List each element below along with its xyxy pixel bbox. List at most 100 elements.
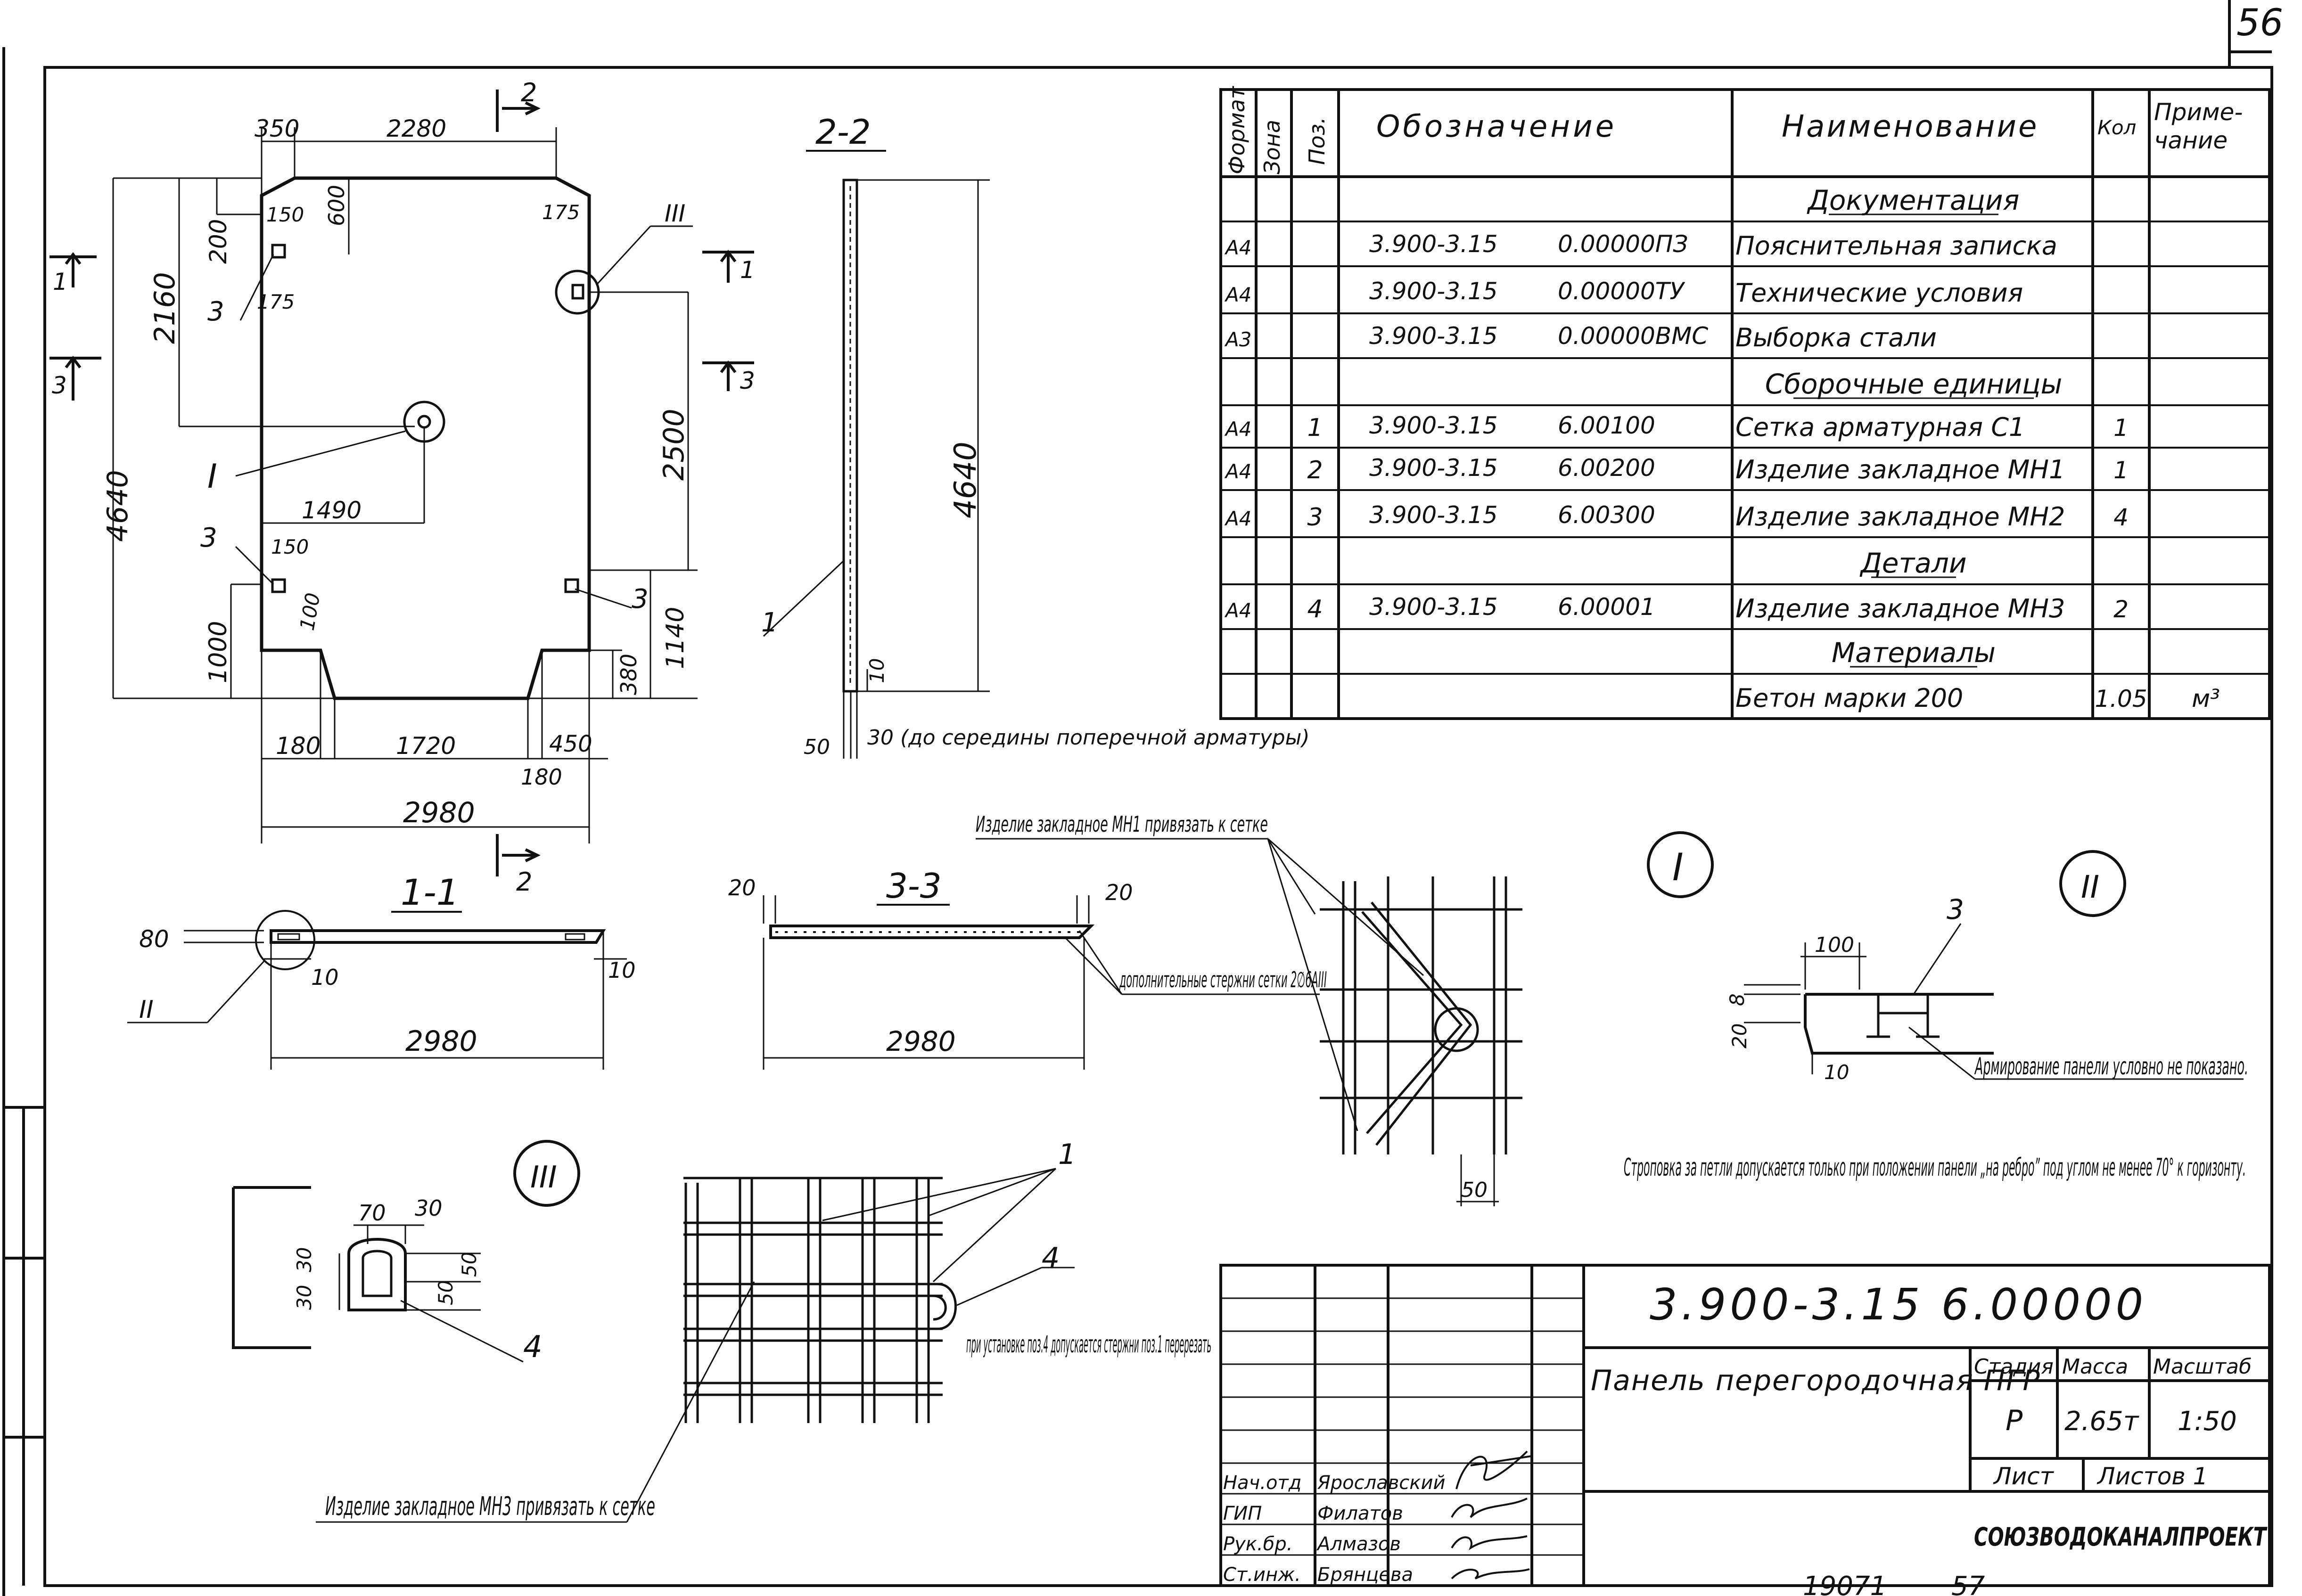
node-I-callout: Изделие закладное МН1 привязать к сетке [976, 811, 1268, 837]
spec-row-code: 6.00300 [1558, 501, 1655, 529]
mass-label: Масса [2062, 1355, 2128, 1379]
dim-100: 100 [296, 591, 325, 632]
spec-section-heading: Документация [1807, 184, 2020, 216]
node-III-pos: 4 [523, 1330, 543, 1365]
dim-200: 200 [205, 219, 232, 264]
dim-1720: 1720 [396, 732, 456, 760]
spec-row-qty: 1 [2113, 414, 2129, 442]
signature-name-4: Брянцева [1317, 1564, 1413, 1586]
plan-view: 350 2280 200 600 150 175 175 2160 4640 2… [49, 78, 755, 897]
node-II: II 3 100 8 20 10 Армирование панели усло… [1726, 850, 2248, 1084]
title-block: 3.900-3.15 6.00000 Панель перегородочная… [1219, 1264, 2271, 1587]
spec-row-format: А4 [1224, 460, 1251, 483]
section-1-1-d10b: 10 [608, 958, 636, 983]
dim-1140: 1140 [661, 607, 690, 669]
section-1-1-node: II [139, 996, 154, 1024]
spec-row-code: 6.00001 [1558, 593, 1655, 621]
spec-row-code: 6.00100 [1558, 412, 1655, 439]
mass-value: 2.65т [2064, 1406, 2139, 1437]
node-II-d8: 8 [1726, 993, 1749, 1006]
bottom-number-left: 19071 [1803, 1571, 1887, 1596]
node-II-note: Армирование панели условно не показано. [1974, 1053, 2248, 1080]
section-2-2-pos1: 1 [761, 607, 778, 638]
dim-150b: 150 [271, 535, 309, 558]
node-III-label: III [530, 1160, 557, 1195]
cut-2-bottom: 2 [516, 867, 532, 897]
spec-section-heading: Сборочные единицы [1765, 368, 2063, 400]
stage-label: Стадия [1974, 1355, 2054, 1379]
signature-scribbles [1451, 1450, 1532, 1580]
spec-row-format: А4 [1224, 236, 1251, 259]
cut-2-top: 2 [521, 78, 537, 107]
header-format: Формат [1224, 86, 1250, 174]
dim-450: 450 [549, 731, 592, 757]
lifting-note: Строповка за петли допускается только пр… [1624, 1154, 2246, 1182]
node-II-note-text: Армирование панели условно не показано. [1974, 1053, 2248, 1080]
spec-row-name: Сетка арматурная С1 [1735, 412, 2025, 442]
header-qty: Кол [2097, 116, 2136, 139]
spec-row-name: Пояснительная записка [1735, 231, 2057, 261]
spec-row-format: А4 [1224, 283, 1251, 306]
section-3-3-title: 3-3 [886, 866, 942, 906]
lifting-note-text: Строповка за петли допускается только пр… [1624, 1154, 2246, 1182]
mesh-detail-callout-text: Изделие закладное МН3 привязать к сетке [325, 1491, 655, 1521]
dim-600: 600 [324, 185, 349, 226]
section-3-3-length: 2980 [886, 1025, 956, 1057]
signature-name-2: Филатов [1317, 1503, 1403, 1524]
spec-section-heading: Детали [1859, 547, 1966, 579]
spec-row-designation: 3.900-3.15 [1369, 501, 1498, 529]
node-III-d30c: 30 [293, 1285, 316, 1310]
dim-2160: 2160 [148, 272, 181, 344]
section-1-1-d80: 80 [139, 925, 169, 953]
signature-name-1: Ярославский [1317, 1472, 1445, 1494]
node-II-label: II [2081, 869, 2099, 905]
dim-175b: 175 [257, 290, 295, 313]
cut-1-right: 1 [740, 256, 755, 284]
label-pos3c: 3 [632, 584, 649, 614]
section-2-2-d50: 50 [804, 735, 830, 759]
sheet-label: Лист [1993, 1463, 2055, 1490]
section-1-1: 1-1 80 10 10 2980 II [127, 871, 636, 1070]
dim-180a: 180 [276, 732, 321, 760]
node-I-callout-text: Изделие закладное МН1 привязать к сетке [976, 811, 1268, 837]
spec-row-designation: 3.900-3.15 [1369, 278, 1498, 305]
spec-row-designation: 3.900-3.15 [1369, 230, 1498, 258]
header-pos: Поз. [1304, 117, 1330, 165]
node-I-label: I [1672, 845, 1684, 889]
signature-role-2: ГИП [1223, 1503, 1262, 1524]
section-3-3-d20a: 20 [728, 875, 756, 900]
spec-row-name: Изделие закладное МН3 [1735, 594, 2065, 623]
cut-1-left: 1 [53, 268, 68, 295]
dim-180b: 180 [521, 764, 562, 790]
spec-table: Формат Зона Поз. Обозначение Наименовани… [1219, 86, 2271, 720]
section-3-3: 3-3 20 20 2980 дополнительные стержни се… [728, 866, 1327, 1070]
section-2-2: 2-2 4640 1 10 50 30 (до середины попереч… [761, 112, 1310, 759]
node-III: III 70 30 30 30 50 50 4 [232, 1140, 580, 1365]
mesh-detail: 1 4 при установке поз.4 допускается стер… [316, 1138, 1211, 1523]
header-name: Наименование [1782, 109, 2039, 144]
spec-row-format: А4 [1224, 507, 1251, 530]
header-note-line2: чание [2154, 127, 2228, 154]
spec-row-pos: 3 [1307, 503, 1323, 532]
dim-150a: 150 [266, 203, 304, 226]
section-2-2-note: 30 (до середины поперечной арматуры) [867, 726, 1310, 750]
header-note: Приме- чание [2154, 98, 2250, 154]
node-I: I Изделие закладное МН1 привя [976, 811, 1714, 1206]
signature-role-4: Ст.инж. [1223, 1564, 1301, 1586]
cut-3-left: 3 [52, 372, 67, 399]
product-name: Панель перегородочная ПГР [1591, 1364, 2041, 1397]
spec-row-format: А4 [1224, 417, 1251, 441]
header-note-line1: Приме- [2154, 98, 2243, 126]
spec-row-qty: 1.05 [2095, 685, 2147, 712]
signature-name-3: Алмазов [1316, 1533, 1401, 1555]
spec-row-format: А3 [1224, 328, 1251, 351]
section-2-2-title: 2-2 [815, 112, 871, 152]
spec-row-code: 0.00000ТУ [1558, 278, 1685, 305]
header-zone: Зона [1259, 120, 1285, 174]
node-II-d10: 10 [1824, 1061, 1849, 1084]
node-III-d30b: 30 [293, 1247, 316, 1272]
mesh-detail-pos1: 1 [1058, 1138, 1076, 1171]
spec-row-note: м³ [2192, 685, 2220, 713]
